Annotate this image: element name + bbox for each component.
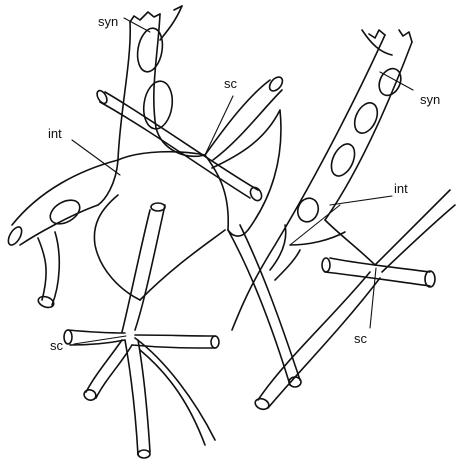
label-syn-top: syn [98, 14, 118, 29]
label-sc-bottom: sc [50, 338, 64, 353]
label-int-right: int [394, 181, 408, 196]
label-int-left: int [48, 126, 62, 141]
spicule-network-upper-left [6, 6, 285, 309]
label-sc-top: sc [224, 76, 238, 91]
label-sc-right: sc [354, 331, 368, 346]
label-syn-right: syn [420, 92, 440, 107]
spicule-network-lower-left [64, 203, 219, 458]
